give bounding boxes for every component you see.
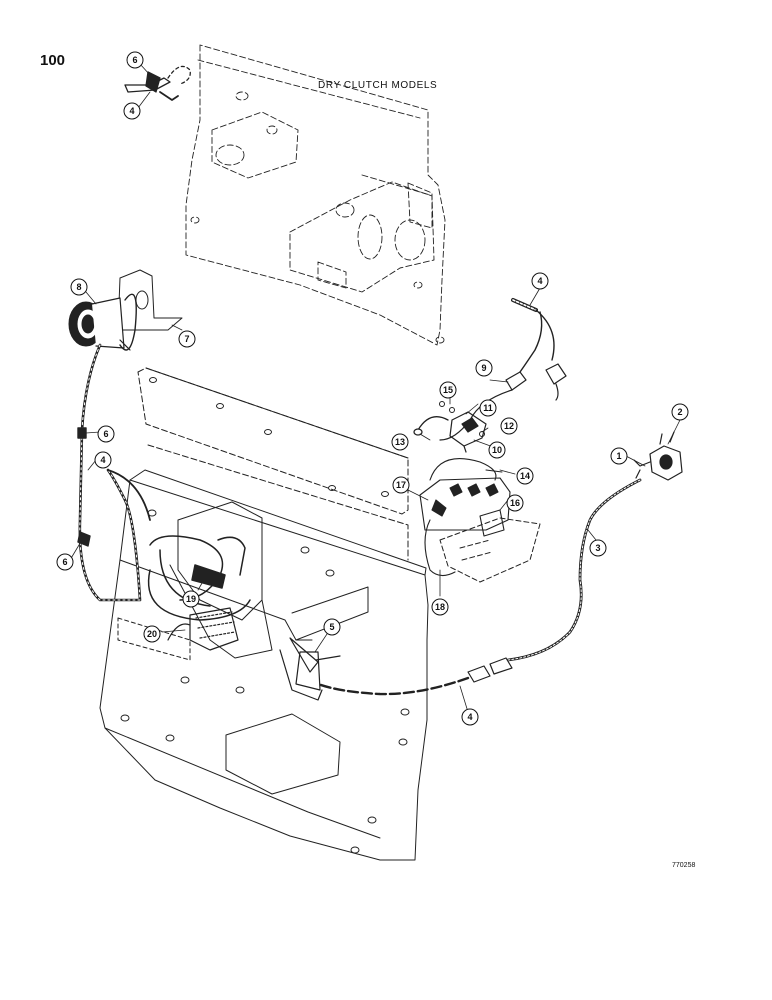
svg-text:6: 6 [62,557,67,567]
lower-floor-panel [99,469,429,861]
callout-markers: 1 2 3 4 4 4 4 5 6 6 6 7 8 9 10 11 12 13 … [56,51,689,726]
svg-text:4: 4 [537,276,542,286]
item-8-gauge [68,297,131,351]
callout-14: 14 [516,467,534,485]
svg-text:20: 20 [147,629,157,639]
callout-20: 20 [143,625,161,643]
callout-6-top: 6 [126,51,144,69]
callout-8: 8 [70,278,88,296]
diagram-caption: DRY CLUTCH MODELS [318,80,438,91]
callout-15: 15 [439,381,457,399]
item-4-harness-left [78,293,151,602]
upper-bulkhead-panel [185,44,446,346]
callout-19: 19 [182,590,200,608]
item-16-fuse-block [419,458,511,577]
svg-text:15: 15 [443,385,453,395]
svg-text:16: 16 [510,498,520,508]
svg-text:2: 2 [677,407,682,417]
item-20-solenoid [167,607,239,651]
item-9-connectors [439,363,567,441]
svg-text:19: 19 [186,594,196,604]
item-4-harness-upper-right [511,298,555,373]
page-number: 100 [40,52,66,69]
svg-text:9: 9 [481,363,486,373]
svg-text:4: 4 [467,712,472,722]
svg-text:6: 6 [103,429,108,439]
svg-text:1: 1 [616,451,621,461]
callout-4-bottom: 4 [461,708,479,726]
item-7-bracket [117,269,183,331]
clip-detail-top [124,65,191,101]
crossmember-beam [137,367,409,561]
callout-12: 12 [500,417,518,435]
callout-17: 17 [392,476,410,494]
callout-11: 11 [479,399,497,417]
svg-text:5: 5 [329,622,334,632]
svg-text:4: 4 [129,106,134,116]
item-3-cable [506,478,642,662]
item-6-clips [77,427,91,547]
callout-6-lower: 6 [56,553,74,571]
callout-leaders [69,63,681,713]
svg-text:6: 6 [132,55,137,65]
callout-10: 10 [488,441,506,459]
callout-13: 13 [391,433,409,451]
item-13-lead [413,416,449,436]
callout-16: 16 [506,494,524,512]
svg-text:13: 13 [395,437,405,447]
svg-text:3: 3 [595,543,600,553]
svg-text:12: 12 [504,421,514,431]
callout-9: 9 [475,359,493,377]
callout-4-top-left: 4 [123,102,141,120]
callout-5: 5 [323,618,341,636]
figure-code: 770258 [672,862,696,869]
callout-4-upper-right: 4 [531,272,549,290]
item-19-switch-wiring [147,535,251,621]
callout-4-left: 4 [94,451,112,469]
item-2-switch [633,431,683,481]
svg-text:11: 11 [483,403,493,413]
callout-18: 18 [431,598,449,616]
callout-1: 1 [610,447,628,465]
svg-text:4: 4 [100,455,105,465]
svg-text:10: 10 [492,445,502,455]
svg-text:18: 18 [435,602,445,612]
item-18-mount-bracket [439,517,541,583]
svg-text:14: 14 [520,471,530,481]
item-4-lower-cable [316,657,513,696]
svg-text:7: 7 [184,334,189,344]
item-5-junction [279,637,341,701]
callout-7: 7 [178,330,196,348]
callout-6-middle: 6 [97,425,115,443]
svg-text:8: 8 [76,282,81,292]
callout-2: 2 [671,403,689,421]
callout-3: 3 [589,539,607,557]
svg-text:17: 17 [396,480,406,490]
